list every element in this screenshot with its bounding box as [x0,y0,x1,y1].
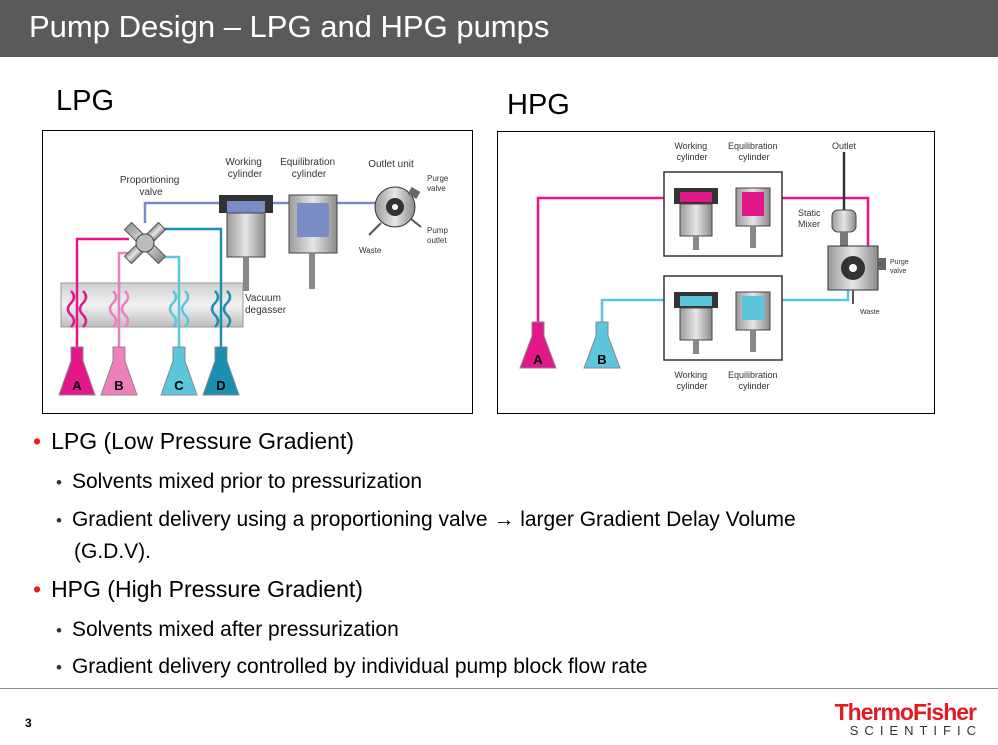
thermofisher-logo: ThermoFisher SCIENTIFIC [834,699,977,738]
bottle-b-icon: B [583,321,621,369]
hpg-label-working-cylinder-bottom: Working cylinder [674,370,709,391]
bottle-a-label: A [533,352,543,367]
equilibration-cylinder-icon [288,194,338,289]
bullet-lpg-delivery: •Gradient delivery using a proportioning… [56,508,796,531]
footer-divider [0,688,998,689]
hpg-diagram: Working cylinder Equilibration cylinder … [497,131,935,414]
lpg-label-vacuum-degasser: Vacuum degasser [245,293,287,316]
top-working-cylinder-icon [674,188,718,250]
vacuum-degasser [60,282,244,328]
bottom-equilibration-cylinder-icon [735,291,771,352]
line-d-icon [161,227,223,371]
title-bar: Pump Design – LPG and HPG pumps [0,0,998,57]
working-cylinder-icon [219,195,273,291]
bullet-lpg: •LPG (Low Pressure Gradient) [33,428,355,454]
line-a-icon [75,237,129,371]
bullet-hpg-mixing: •Solvents mixed after pressurization [56,618,399,641]
static-mixer-icon [831,209,857,246]
bottle-b-icon: B [100,346,138,396]
bottle-d-label: D [216,378,225,393]
hpg-label-working-cylinder-top: Working cylinder [674,141,709,162]
hpg-label-purge-valve: Purge valve [890,259,911,275]
hpg-heading: HPG [507,89,570,121]
bottle-a-icon: A [58,346,96,396]
lpg-label-purge-valve: Purge valve [427,174,451,193]
bottle-b-label: B [114,378,123,393]
lpg-label-proportioning-valve: Proportioning valve [120,175,182,198]
lpg-diagram: Proportioning valve Working cylinder Equ… [42,130,473,414]
bottle-b-label: B [597,352,606,367]
hpg-label-equilibration-cylinder-top: Equilibration cylinder [728,141,780,162]
bullet-lpg-mixing: •Solvents mixed prior to pressurization [56,470,423,493]
logo-sub-text: SCIENTIFIC [849,723,982,738]
slide-title: Pump Design – LPG and HPG pumps [29,9,550,44]
bottle-a-icon: A [519,321,557,369]
lpg-label-equilibration-cylinder: Equilibration cylinder [280,157,338,180]
top-equilibration-cylinder-icon [735,187,771,248]
bottle-d-icon: D [202,346,240,396]
bullet-lpg-delivery-cont: (G.D.V). [74,540,151,563]
mixing-head-icon [827,245,886,304]
page-number: 3 [25,716,32,730]
bullet-hpg-delivery: •Gradient delivery controlled by individ… [56,655,648,678]
bottle-c-label: C [174,378,184,393]
hpg-label-static-mixer: Static Mixer [798,208,823,229]
bottom-working-cylinder-icon [674,292,718,354]
lpg-heading: LPG [56,85,115,117]
bullet-hpg: •HPG (High Pressure Gradient) [33,576,363,602]
hpg-label-waste: Waste [860,309,880,316]
bottle-a-label: A [72,378,82,393]
logo-main-text: ThermoFisher [834,699,977,725]
lpg-label-waste: Waste [359,246,382,255]
hpg-label-outlet: Outlet [832,141,857,151]
lpg-label-pump-outlet: Pump outlet [427,226,450,245]
proportioning-valve-icon [123,221,167,265]
outlet-unit-icon [368,186,422,236]
hpg-label-equilibration-cylinder-bottom: Equilibration cylinder [728,370,780,391]
lpg-label-outlet-unit: Outlet unit [368,159,414,170]
lpg-diagram-svg: Proportioning valve Working cylinder Equ… [58,157,451,396]
hpg-diagram-svg: Working cylinder Equilibration cylinder … [519,141,911,391]
bottle-c-icon: C [160,346,198,396]
lpg-label-working-cylinder: Working cylinder [225,157,264,180]
